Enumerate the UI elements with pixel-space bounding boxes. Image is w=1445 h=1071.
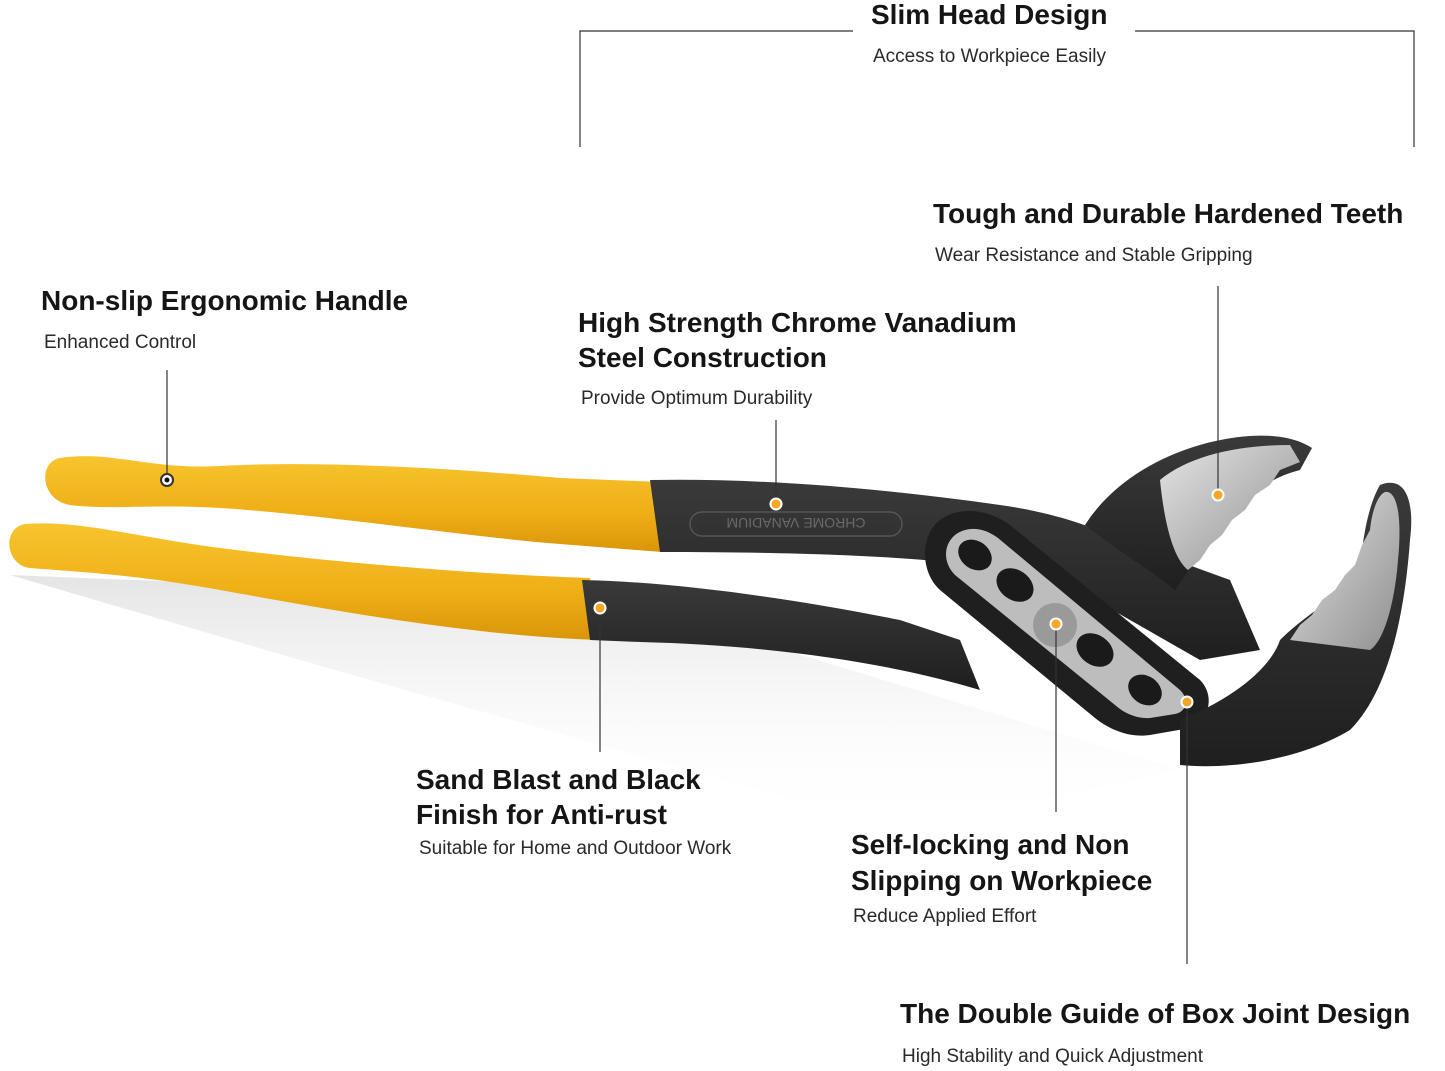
handle-subtitle: Enhanced Control [44, 332, 197, 353]
box-joint-holes [958, 539, 1162, 706]
reflection-shadow [10, 575, 1180, 830]
teeth-title: Tough and Durable Hardened Teeth [933, 198, 1404, 229]
sandblast-title-line1: Sand Blast and Black [416, 764, 701, 795]
sandblast-title-line2: Finish for Anti-rust [416, 799, 667, 830]
marker-sandblast [593, 601, 607, 615]
marker-box-joint [1180, 695, 1194, 709]
marker-teeth [1211, 488, 1225, 502]
marker-handle-dot [164, 477, 170, 483]
sandblast-subtitle: Suitable for Home and Outdoor Work [419, 838, 732, 859]
teeth-subtitle: Wear Resistance and Stable Gripping [935, 245, 1253, 266]
svg-text:CHROME VANADIUM: CHROME VANADIUM [727, 515, 866, 531]
marker-chrome [769, 497, 783, 511]
self-locking-title-line1: Self-locking and Non [851, 829, 1130, 860]
lower-handle-grip [9, 523, 600, 640]
slim-head-title: Slim Head Design [871, 0, 1108, 30]
box-joint-subtitle: High Stability and Quick Adjustment [902, 1046, 1203, 1067]
slim-head-subtitle: Access to Workpiece Easily [873, 46, 1107, 67]
upper-handle-grip [45, 456, 662, 552]
upper-steel-arm [650, 479, 1260, 660]
self-locking-title-line2: Slipping on Workpiece [851, 865, 1153, 896]
upper-jaw-teeth [1160, 445, 1300, 570]
box-joint-title: The Double Guide of Box Joint Design [900, 998, 1411, 1029]
chrome-title-line2: Steel Construction [578, 342, 827, 373]
lower-jaw [1180, 482, 1412, 767]
chrome-subtitle: Provide Optimum Durability [581, 388, 813, 409]
feature-markers [160, 473, 1225, 709]
self-locking-subtitle: Reduce Applied Effort [853, 906, 1037, 927]
lower-jaw-teeth [1290, 491, 1400, 650]
leader-lines [166, 286, 1219, 964]
chrome-title-line1: High Strength Chrome Vanadium [578, 307, 1017, 338]
handle-title: Non-slip Ergonomic Handle [41, 285, 409, 316]
marker-self-locking [1049, 617, 1063, 631]
lower-steel-arm [582, 580, 980, 690]
slim-head-bracket [579, 30, 1415, 147]
chrome-vanadium-stamp: CHROME VANADIUM [689, 511, 903, 537]
